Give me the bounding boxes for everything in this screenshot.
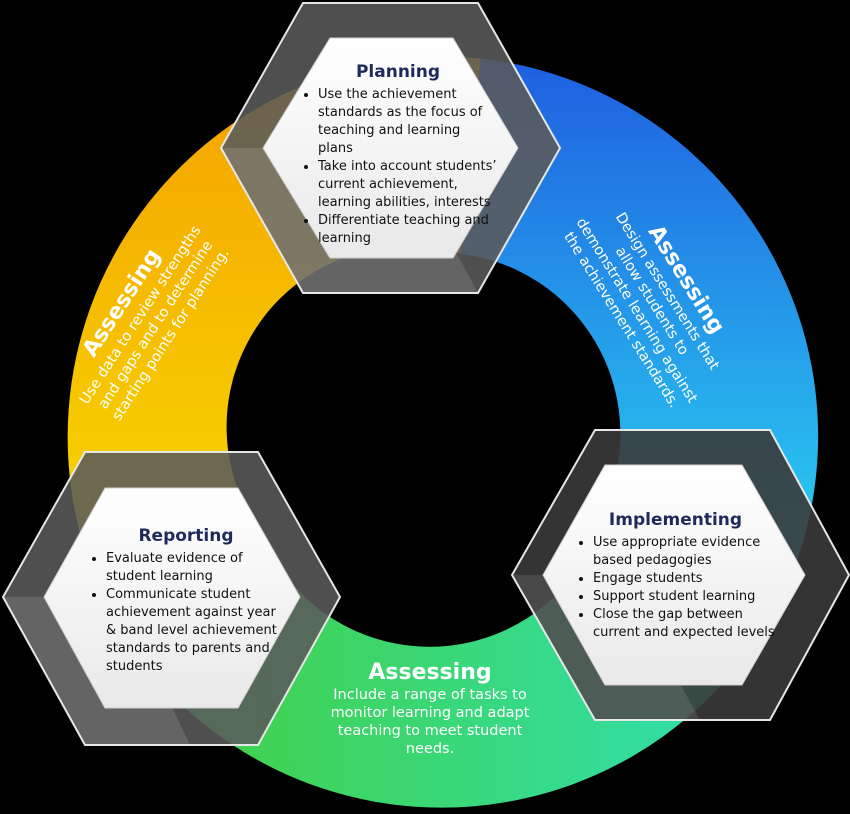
assessing-bottom: Assessing Include a range of tasks to mo… (325, 660, 535, 758)
assessing-bottom-desc: Include a range of tasks to monitor lear… (330, 687, 530, 757)
reporting-content: Reporting Evaluate evidence of student l… (86, 526, 286, 676)
implementing-title: Implementing (608, 510, 743, 530)
implementing-item: Use appropriate evidence based pedagogie… (593, 534, 778, 570)
planning-list: Use the achievement standards as the foc… (298, 86, 498, 248)
reporting-item: Communicate student achievement against … (106, 586, 286, 676)
planning-item: Take into account students’ current achi… (318, 158, 498, 212)
planning-hex (219, 1, 562, 294)
implementing-hex (510, 429, 850, 721)
planning-content: Planning Use the achievement standards a… (298, 62, 498, 248)
planning-title: Planning (355, 62, 441, 82)
assessing-bottom-title: Assessing (368, 660, 492, 685)
planning-item: Use the achievement standards as the foc… (318, 86, 498, 158)
reporting-item: Evaluate evidence of student learning (106, 550, 286, 586)
implementing-item: Close the gap between current and expect… (593, 606, 778, 642)
implementing-item: Engage students (593, 570, 778, 588)
planning-item: Differentiate teaching and learning (318, 212, 498, 248)
reporting-list: Evaluate evidence of student learning Co… (86, 550, 286, 676)
reporting-title: Reporting (138, 526, 234, 546)
implementing-content: Implementing Use appropriate evidence ba… (573, 510, 778, 642)
implementing-item: Support student learning (593, 588, 778, 606)
implementing-list: Use appropriate evidence based pedagogie… (573, 534, 778, 642)
reporting-hex (1, 451, 342, 746)
